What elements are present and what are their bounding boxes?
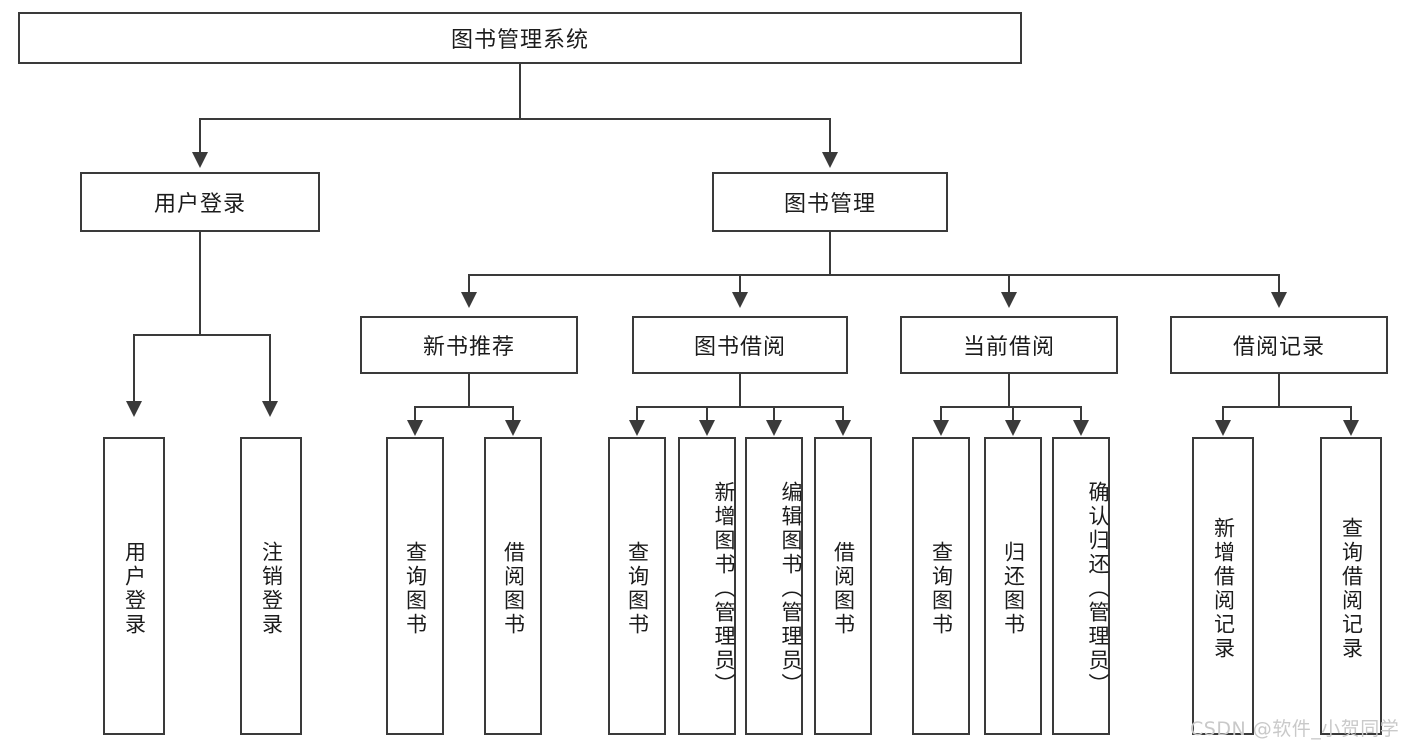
arrow-down-icon <box>1001 292 1017 308</box>
leaf-user-login[interactable]: 用户登录 <box>103 437 165 735</box>
node-book-borrow[interactable]: 图书借阅 <box>632 316 848 374</box>
arrow-down-icon <box>1073 420 1089 436</box>
connector-bb-bus <box>636 406 844 408</box>
arrow-down-icon <box>1005 420 1021 436</box>
connector-nbr-stem <box>468 374 470 406</box>
connector-bm-to-borrow-record <box>1278 274 1280 294</box>
node-user-login[interactable]: 用户登录 <box>80 172 320 232</box>
node-label: 借阅记录 <box>1232 335 1325 360</box>
connector-bm-to-current-borrow <box>1008 274 1010 294</box>
leaf-query-book-current[interactable]: 查询图书 <box>912 437 970 735</box>
leaf-borrow-book-new[interactable]: 借阅图书 <box>484 437 542 735</box>
leaf-edit-book-admin[interactable]: 编辑图书（管理员） <box>745 437 803 735</box>
node-label: 归还图书 <box>1001 541 1026 637</box>
connector-nbr-to-borrow <box>512 406 514 422</box>
connector-bb-to-query <box>636 406 638 422</box>
connector-cb-to-return <box>1012 406 1014 422</box>
node-label: 新增图书（管理员） <box>712 481 736 697</box>
node-label: 图书借阅 <box>693 335 786 360</box>
node-label: 用户登录 <box>153 192 246 217</box>
connector-br-stem <box>1278 374 1280 406</box>
arrow-down-icon <box>126 401 142 417</box>
arrow-down-icon <box>1215 420 1231 436</box>
node-label: 借阅图书 <box>831 541 856 637</box>
connector-br-to-query <box>1350 406 1352 422</box>
connector-user-login-stem <box>199 232 201 334</box>
arrow-down-icon <box>505 420 521 436</box>
leaf-confirm-return-admin[interactable]: 确认归还（管理员） <box>1052 437 1110 735</box>
arrow-down-icon <box>1343 420 1359 436</box>
connector-bm-to-new-book <box>468 274 470 294</box>
leaf-user-logout[interactable]: 注销登录 <box>240 437 302 735</box>
node-label: 图书管理系统 <box>450 28 589 53</box>
arrow-down-icon <box>461 292 477 308</box>
connector-cb-bus <box>940 406 1080 408</box>
connector-book-management-bus <box>468 274 1280 276</box>
arrow-down-icon <box>933 420 949 436</box>
connector-cb-to-query <box>940 406 942 422</box>
node-label: 查询图书 <box>929 541 954 637</box>
node-book-management[interactable]: 图书管理 <box>712 172 948 232</box>
leaf-query-borrow-record[interactable]: 查询借阅记录 <box>1320 437 1382 735</box>
connector-bb-to-add <box>706 406 708 422</box>
connector-user-login-to-login <box>133 334 135 403</box>
node-borrow-record[interactable]: 借阅记录 <box>1170 316 1388 374</box>
node-label: 新书推荐 <box>422 335 515 360</box>
arrow-down-icon <box>629 420 645 436</box>
leaf-add-book-admin[interactable]: 新增图书（管理员） <box>678 437 736 735</box>
arrow-down-icon <box>1271 292 1287 308</box>
node-label: 确认归还（管理员） <box>1086 481 1110 697</box>
connector-nbr-bus <box>414 406 514 408</box>
connector-bb-stem <box>739 374 741 406</box>
connector-root-to-user-login <box>199 118 201 154</box>
leaf-borrow-book[interactable]: 借阅图书 <box>814 437 872 735</box>
connector-bb-to-borrow <box>842 406 844 422</box>
node-label: 编辑图书（管理员） <box>779 481 803 697</box>
connector-root-to-book-management <box>829 118 831 154</box>
connector-user-login-bus <box>133 334 271 336</box>
arrow-down-icon <box>822 152 838 168</box>
node-new-book-recommend[interactable]: 新书推荐 <box>360 316 578 374</box>
connector-bm-to-book-borrow <box>739 274 741 294</box>
connector-book-management-stem <box>829 232 831 274</box>
connector-nbr-to-query <box>414 406 416 422</box>
node-label: 注销登录 <box>259 541 284 637</box>
node-label: 当前借阅 <box>962 335 1055 360</box>
arrow-down-icon <box>766 420 782 436</box>
leaf-query-book-borrow[interactable]: 查询图书 <box>608 437 666 735</box>
node-root-book-management-system[interactable]: 图书管理系统 <box>18 12 1022 64</box>
connector-br-bus <box>1222 406 1350 408</box>
node-label: 查询图书 <box>403 541 428 637</box>
arrow-down-icon <box>262 401 278 417</box>
node-label: 查询图书 <box>625 541 650 637</box>
connector-root-stem <box>519 64 521 118</box>
connector-bb-to-edit <box>773 406 775 422</box>
arrow-down-icon <box>699 420 715 436</box>
arrow-down-icon <box>407 420 423 436</box>
connector-root-bus <box>199 118 831 120</box>
leaf-query-book-new[interactable]: 查询图书 <box>386 437 444 735</box>
node-label: 图书管理 <box>783 192 876 217</box>
connector-cb-stem <box>1008 374 1010 406</box>
connector-br-to-add <box>1222 406 1224 422</box>
arrow-down-icon <box>835 420 851 436</box>
node-label: 用户登录 <box>122 541 147 637</box>
arrow-down-icon <box>192 152 208 168</box>
arrow-down-icon <box>732 292 748 308</box>
node-label: 查询借阅记录 <box>1339 517 1364 661</box>
node-current-borrow[interactable]: 当前借阅 <box>900 316 1118 374</box>
connector-user-login-to-logout <box>269 334 271 403</box>
node-label: 新增借阅记录 <box>1211 517 1236 661</box>
connector-cb-to-confirm <box>1080 406 1082 422</box>
leaf-return-book[interactable]: 归还图书 <box>984 437 1042 735</box>
node-label: 借阅图书 <box>501 541 526 637</box>
leaf-add-borrow-record[interactable]: 新增借阅记录 <box>1192 437 1254 735</box>
